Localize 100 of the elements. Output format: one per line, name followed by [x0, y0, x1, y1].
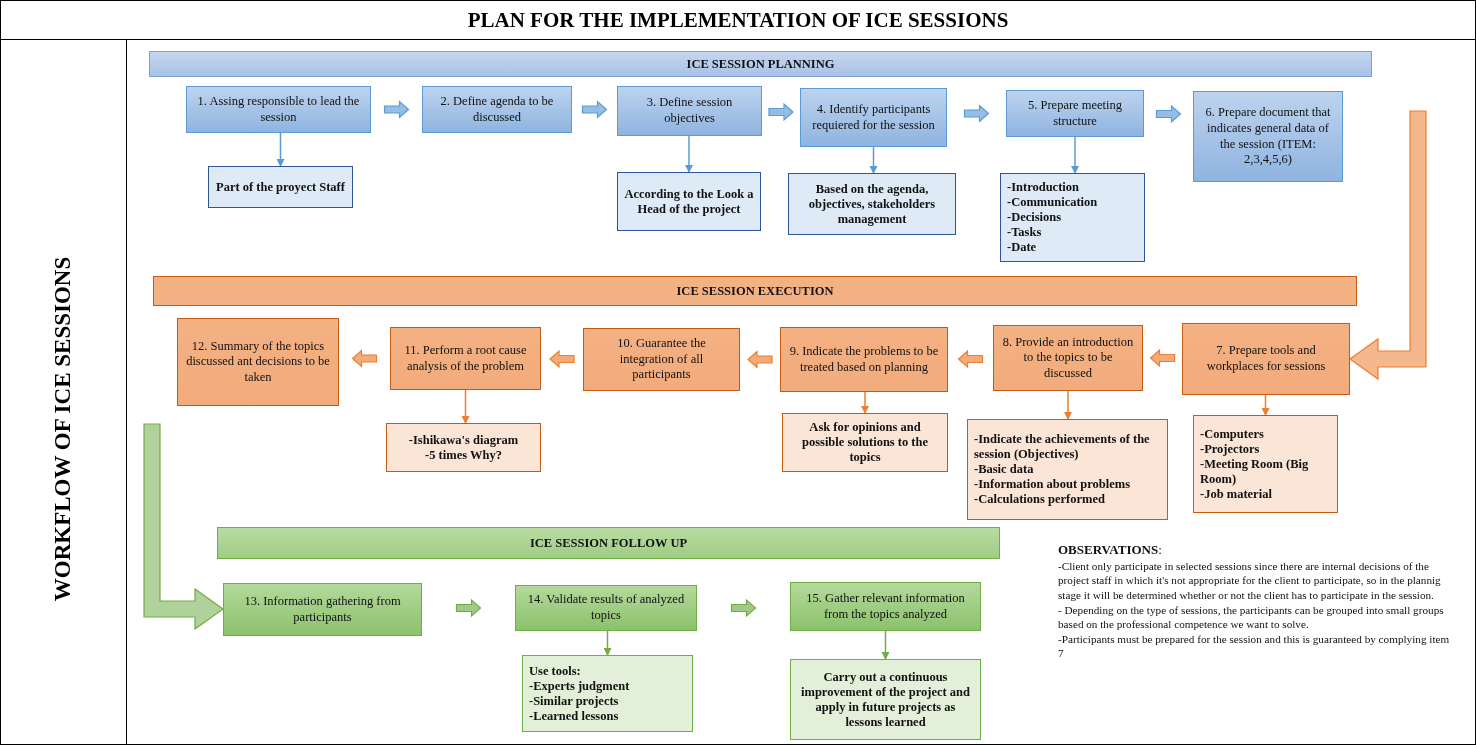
- block-arrow: [747, 350, 773, 369]
- box-text: 10. Guarantee the integration of all participants: [616, 336, 707, 383]
- box-text: -Calculations performed: [974, 492, 1105, 507]
- note-box: [790, 659, 981, 740]
- process-box: [993, 325, 1143, 391]
- box-text: 6. Prepare document that indicates general data of the session (ITEM: 2,3,4,5,6): [1204, 105, 1332, 168]
- arrow: [861, 391, 869, 414]
- phase-band: [217, 527, 1000, 559]
- box-text: -Indicate the achievements of the session (Objectives): [974, 432, 1151, 462]
- note-box: [617, 172, 761, 231]
- arrow: [1261, 394, 1270, 416]
- vertical-heading: WORKFLOW OF ICE SESSIONS: [50, 255, 76, 604]
- box-text: -Information about problems: [974, 477, 1131, 492]
- box-text: -Ishikawa's diagram: [408, 432, 519, 448]
- arrow: [603, 630, 612, 656]
- box-text: 4. Identify participants requiered for the session: [811, 101, 936, 134]
- note-box: [1193, 415, 1338, 513]
- block-arrow: [383, 100, 410, 119]
- note-text: -Client only participate in selected sessions since there are internal decisions of the project staff in which it's not appropriate for the client to participate, so in the plannig stage it will be determined whether or not the client has to participate in the session.: [1058, 558, 1442, 603]
- box-text: -Projectors: [1200, 441, 1260, 457]
- block-arrow: [730, 598, 757, 618]
- box-text: Carry out a continuous improvement of the project and apply in future projects as lessons learned: [800, 669, 971, 730]
- box-text: 12. Summary of the topics discussed ant decisions to be taken: [185, 338, 331, 386]
- arrow: [1064, 390, 1072, 420]
- box-text: 1. Assing responsible to lead the session: [196, 93, 361, 126]
- block-arrow: [1149, 348, 1176, 368]
- title: PLAN FOR THE IMPLEMENTATION OF ICE SESSIONS: [1, 1, 1475, 40]
- box-text: 15. Gather relevant information from the topics analyzed: [805, 590, 966, 623]
- arrow: [869, 146, 878, 174]
- process-box: [1006, 90, 1144, 137]
- block-arrow: [963, 104, 990, 123]
- note-box: [208, 166, 353, 208]
- process-box: [617, 86, 762, 136]
- process-box: [223, 583, 422, 636]
- block-arrow: [768, 102, 794, 122]
- process-box: [790, 582, 981, 631]
- process-box: [515, 585, 697, 631]
- process-box: [390, 327, 541, 390]
- box-text: -Experts judgment: [529, 678, 630, 694]
- box-text: 2. Define agenda to be discussed: [439, 93, 555, 126]
- process-box: [780, 327, 948, 392]
- box-text: 7. Prepare tools and workplaces for sessions: [1205, 343, 1327, 375]
- note-box: [782, 413, 948, 472]
- note-box: [1000, 173, 1145, 262]
- arrow: [461, 389, 470, 424]
- box-text: -Learned lessons: [529, 708, 619, 724]
- process-box: [583, 328, 740, 391]
- bent-arrow: [1348, 110, 1427, 381]
- box-text: -Date: [1007, 240, 1037, 255]
- note-box: [522, 655, 693, 732]
- process-box: [422, 86, 572, 133]
- box-text: -Introduction: [1007, 180, 1079, 195]
- box-text: 14. Validate results of analyzed topics: [526, 592, 686, 624]
- process-box: [186, 86, 371, 133]
- box-text: -5 times Why?: [425, 447, 502, 463]
- box-text: Use tools:: [529, 663, 581, 679]
- block-arrow: [1155, 104, 1182, 124]
- arrow: [685, 135, 693, 173]
- note-text: -Participants must be prepared for the session and this is guaranteed by complying item 7: [1058, 631, 1450, 661]
- note-box: [386, 423, 541, 472]
- box-text: 3. Define session objectives: [645, 95, 734, 127]
- phase-band: [153, 276, 1357, 306]
- process-box: [1193, 91, 1343, 182]
- notes-heading: OBSERVATIONS:: [1058, 542, 1163, 559]
- box-text: Ask for opinions and possible solutions to the topics: [800, 420, 930, 465]
- block-arrow: [549, 349, 575, 369]
- box-text: -Communication: [1007, 195, 1098, 210]
- arrow: [881, 630, 890, 660]
- box-text: ICE SESSION FOLLOW UP: [529, 535, 688, 551]
- box-text: According to the Look a Head of the project: [624, 186, 754, 217]
- box-text: 8. Provide an introduction to the topics to be discussed: [1001, 334, 1135, 382]
- box-text: ICE SESSION PLANNING: [686, 56, 835, 72]
- block-arrow: [351, 349, 378, 368]
- note-box: [788, 173, 956, 235]
- box-text: -Decisions: [1007, 210, 1062, 225]
- bent-arrow: [143, 423, 225, 631]
- box-text: -Tasks: [1007, 225, 1042, 240]
- block-arrow: [455, 598, 482, 618]
- box-text: -Similar projects: [529, 693, 619, 709]
- process-box: [800, 88, 947, 147]
- box-text: -Meeting Room (Big Room): [1200, 456, 1310, 487]
- block-arrow: [957, 349, 984, 369]
- box-text: 11. Perform a root cause analysis of the problem: [403, 342, 528, 375]
- box-text: -Computers: [1200, 426, 1264, 442]
- process-box: [177, 318, 339, 406]
- box-text: ICE SESSION EXECUTION: [676, 283, 834, 299]
- process-box: [1182, 323, 1350, 395]
- phase-band: [149, 51, 1372, 77]
- box-text: 5. Prepare meeting structure: [1026, 97, 1124, 130]
- block-arrow: [581, 100, 608, 119]
- box-text: -Basic data: [974, 462, 1034, 477]
- box-text: Based on the agenda, objectives, stakeholders management: [807, 181, 937, 227]
- box-text: Part of the proyect Staff: [216, 179, 345, 195]
- box-text: 13. Information gathering from participants: [243, 593, 402, 626]
- note-box: [967, 419, 1168, 520]
- box-text: 9. Indicate the problems to be treated based on planning: [788, 343, 940, 376]
- box-text: -Job material: [1200, 486, 1272, 502]
- note-text: - Depending on the type of sessions, the participants can be grouped into small groups based on the professional competence we want to solve.: [1058, 602, 1445, 632]
- arrow: [1071, 136, 1079, 174]
- arrow: [276, 132, 285, 167]
